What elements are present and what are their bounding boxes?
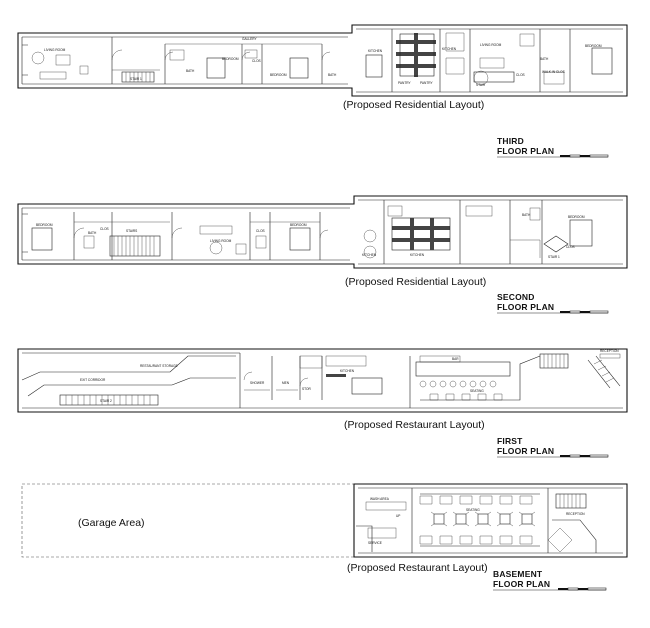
room-label: LIVING ROOM [480,43,502,47]
second-floor-title-line1: SECOND [497,292,535,302]
garage-area-outline [21,483,355,558]
room-label: BAR [452,357,459,361]
third-floor-title-line1: THIRD [497,136,524,146]
garage-area-label: (Garage Area) [78,517,145,529]
room-label: SEATING [470,389,484,393]
room-label: PANTRY [398,81,412,85]
room-label: KITCHEN [410,253,425,257]
basement-scale-bar [493,587,607,591]
room-label: STAIR 2 [100,399,112,403]
room-label: WASH AREA [370,497,390,501]
room-label: BATH [328,73,337,77]
second-floor-caption: (Proposed Residential Layout) [345,276,486,288]
room-label: KITCHEN [442,47,457,51]
room-label: BATH [186,69,195,73]
room-label: KITCHEN [340,369,355,373]
basement-caption: (Proposed Restaurant Layout) [347,562,488,574]
room-label: BEDROOM [585,44,602,48]
room-label: PANTRY [420,81,434,85]
room-label: SHOWER [250,381,265,385]
room-label: LIVING ROOM [44,48,66,52]
room-label: BEDROOM [290,223,307,227]
room-label: CLOS [100,227,109,231]
room-label: LIVING ROOM [210,239,232,243]
second-floor-scale-bar [497,310,609,314]
third-floor-caption: (Proposed Residential Layout) [343,99,484,111]
room-label: RECEPTION [600,349,619,353]
room-label: BATH [522,213,531,217]
room-label: CLOS [516,73,525,77]
second-floor-plan: BEDROOM BATH CLOS STAIRS LIVING ROOM BED… [17,195,628,314]
room-label: BEDROOM [222,57,239,61]
room-label: BEDROOM [36,223,53,227]
room-label: BEDROOM [568,215,585,219]
room-label: STAIR 1 [548,255,560,259]
room-label: KITCHEN [368,49,383,53]
first-floor-caption: (Proposed Restaurant Layout) [344,419,485,431]
room-label: SERVICE [368,541,382,545]
room-label: MEN [282,381,290,385]
room-label: GALLERY [242,37,258,41]
room-label: BATH [540,57,549,61]
room-label: RECEPTION [566,512,585,516]
room-label: RESTAURANT STORAGE [140,364,178,368]
room-label: KITCHEN [362,253,377,257]
room-label: CLOS [256,229,265,233]
room-label: STAIR [476,83,486,87]
first-floor-scale-bar [497,454,609,458]
room-label: STOR [302,387,311,391]
room-label: STAIR 1 [130,77,142,81]
first-floor-plan: RESTAURANT STORAGE EXIT CORRIDOR STAIR 2… [17,348,628,458]
third-floor-title-line2: FLOOR PLAN [497,146,554,156]
room-label: BATH [88,231,97,235]
basement-floor-plan: (Garage Area) WASH AREA UP SERVICE SEATI… [21,483,628,591]
first-floor-title-line1: FIRST [497,436,523,446]
third-floor-plan: LIVING ROOM GALLERY BEDROOM BATH BEDROOM… [17,24,628,158]
second-floor-title-line2: FLOOR PLAN [497,302,554,312]
room-label: EXIT CORRIDOR [80,378,106,382]
first-floor-title-line2: FLOOR PLAN [497,446,554,456]
room-label: CLOS [252,59,261,63]
room-label: SEATING [466,508,480,512]
room-label: WALK-IN CLOS [542,70,565,74]
third-floor-scale-bar [497,154,609,158]
room-label: UP [396,514,400,518]
basement-title-line1: BASEMENT [493,569,543,579]
basement-title-line2: FLOOR PLAN [493,579,550,589]
room-label: BEDROOM [270,73,287,77]
room-label: CLOS [566,245,575,249]
room-label: STAIRS [126,229,137,233]
